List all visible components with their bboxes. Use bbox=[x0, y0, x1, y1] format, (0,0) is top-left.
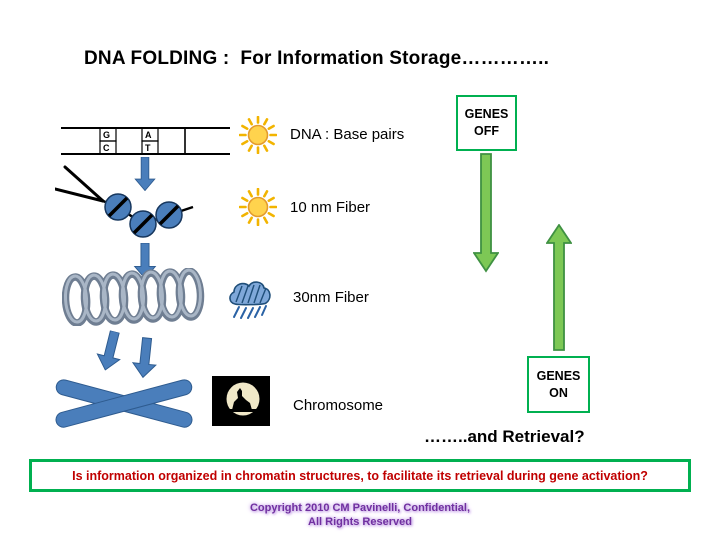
retrieval-text: ……..and Retrieval? bbox=[424, 427, 585, 446]
question-box: Is information organized in chromatin st… bbox=[29, 459, 691, 492]
base-letter-g: G bbox=[103, 130, 110, 140]
genes-off-line1: GENES bbox=[464, 107, 509, 121]
genes-off-box: GENES OFF bbox=[456, 95, 517, 151]
genes-on-line2: ON bbox=[549, 385, 568, 400]
genes-on-up-arrow bbox=[546, 224, 572, 351]
down-arrow-3 bbox=[93, 328, 127, 374]
copyright-line1: Copyright 2010 CM Pavinelli, Confidentia… bbox=[249, 502, 471, 514]
genes-on-line1: GENES bbox=[536, 368, 581, 383]
question-text: Is information organized in chromatin st… bbox=[72, 468, 648, 483]
row-label-10nm-fiber: 10 nm Fiber bbox=[290, 199, 371, 216]
nucleosome-beads-diagram bbox=[55, 165, 194, 238]
coil-30nm-diagram bbox=[62, 268, 205, 326]
row-label-chromosome: Chromosome bbox=[293, 397, 384, 414]
rain-cloud-icon bbox=[229, 281, 271, 319]
genes-off-down-arrow bbox=[473, 153, 499, 273]
copyright-line2: All Rights Reserved bbox=[308, 516, 412, 528]
genes-off-line2: OFF bbox=[474, 124, 499, 138]
wolf-moon-icon bbox=[212, 376, 270, 426]
tweezer-arm-icon bbox=[63, 165, 105, 203]
genes-on-box: GENES ON bbox=[527, 356, 590, 413]
chromosome-diagram bbox=[55, 379, 193, 428]
row-label-30nm-fiber: 30nm Fiber bbox=[293, 289, 369, 306]
copyright: Copyright 2010 CM Pavinelli, Confidentia… bbox=[0, 501, 720, 529]
tweezer-arm-icon bbox=[55, 187, 105, 203]
slide-title: DNA FOLDING : For Information Storage………… bbox=[84, 48, 550, 69]
row-label-dna-base-pairs: DNA : Base pairs bbox=[290, 126, 405, 143]
base-letter-t: T bbox=[145, 143, 151, 153]
sun-icon bbox=[239, 116, 277, 154]
base-letter-c: C bbox=[103, 143, 110, 153]
base-letter-a: A bbox=[145, 130, 152, 140]
dna-base-pair-diagram: G C A T bbox=[61, 127, 230, 155]
sun-icon bbox=[239, 188, 277, 226]
